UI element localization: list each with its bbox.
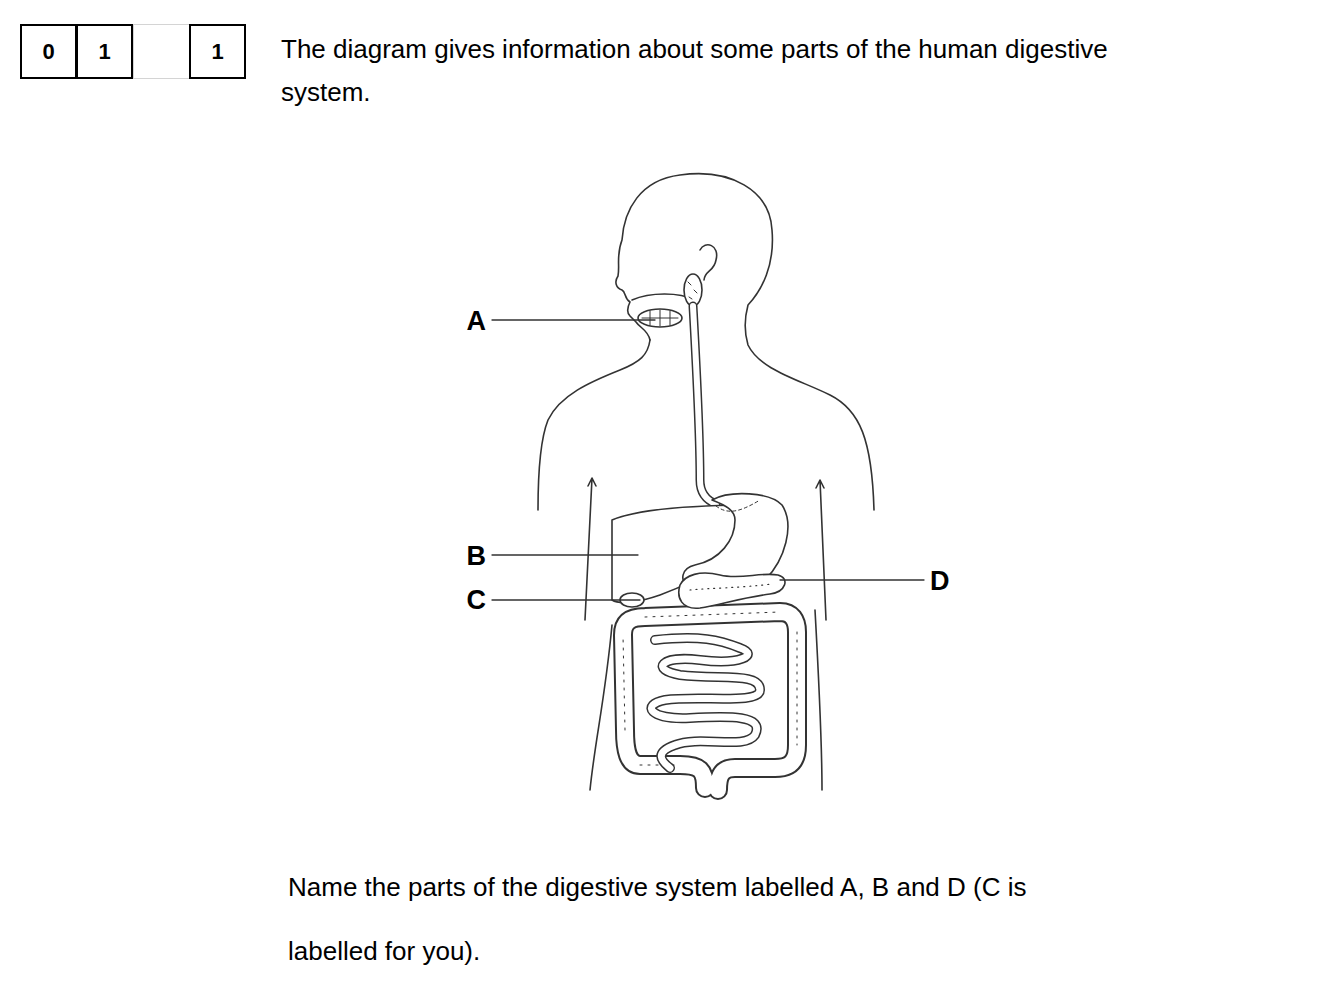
question-number: 1	[211, 39, 223, 65]
question-number: 0	[42, 39, 54, 65]
question-number-box: 1	[76, 24, 133, 79]
part-letter: A	[465, 306, 489, 337]
part-letter: D	[928, 566, 952, 597]
question-number-box: 0	[20, 24, 77, 79]
instruction-text: Name the parts of the digestive system l…	[288, 855, 1078, 983]
empty-answer-box	[133, 24, 190, 79]
question-number-box: 1	[189, 24, 246, 79]
part-letter: B	[465, 541, 489, 572]
question-number: 1	[98, 39, 110, 65]
question-text: The diagram gives information about some…	[281, 28, 1161, 114]
part-letter: C	[465, 585, 489, 616]
